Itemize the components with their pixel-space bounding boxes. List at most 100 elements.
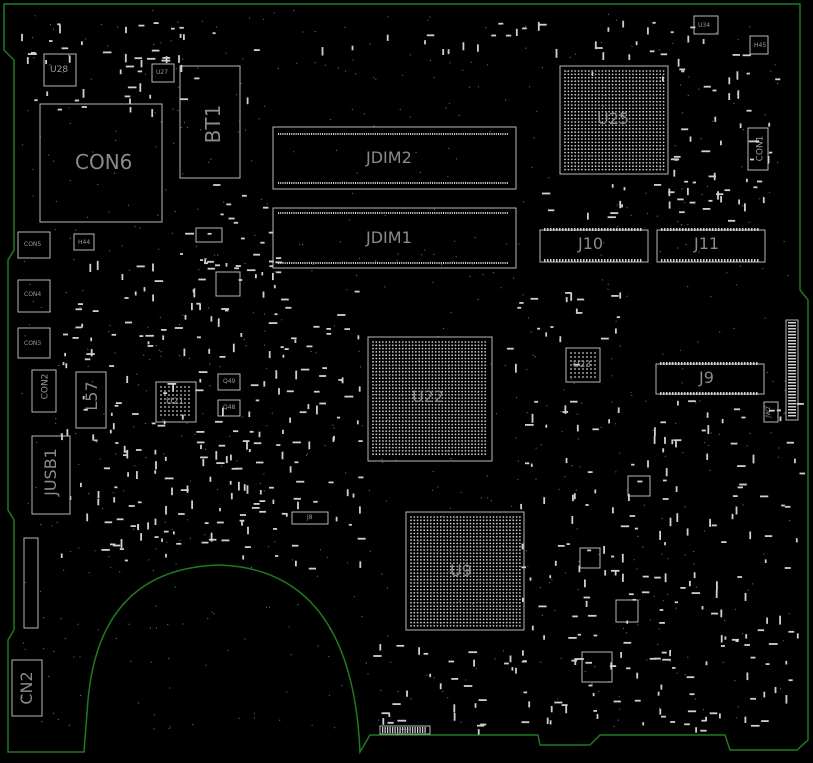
j11-pads-bottom bbox=[661, 259, 759, 262]
via bbox=[432, 489, 434, 491]
via bbox=[564, 572, 567, 574]
via bbox=[208, 161, 210, 163]
via bbox=[251, 160, 253, 162]
via bbox=[356, 172, 358, 174]
u25-bga bbox=[564, 70, 665, 171]
via bbox=[762, 267, 764, 270]
via bbox=[455, 256, 457, 258]
via bbox=[619, 345, 621, 347]
via bbox=[526, 412, 528, 414]
via bbox=[384, 214, 386, 217]
via bbox=[329, 627, 331, 630]
via bbox=[560, 411, 562, 413]
passive-components bbox=[506, 292, 622, 373]
via bbox=[615, 320, 617, 322]
via bbox=[470, 61, 472, 63]
q48-outline bbox=[217, 399, 241, 417]
via bbox=[99, 458, 101, 460]
via bbox=[115, 130, 117, 132]
via bbox=[441, 515, 443, 517]
via bbox=[571, 465, 573, 467]
via bbox=[471, 603, 474, 605]
via bbox=[92, 381, 94, 383]
via bbox=[86, 216, 88, 218]
via bbox=[117, 26, 119, 28]
via bbox=[128, 269, 130, 271]
via bbox=[94, 550, 96, 552]
via bbox=[619, 708, 621, 710]
via bbox=[469, 275, 471, 277]
via bbox=[144, 422, 146, 425]
via bbox=[373, 77, 375, 79]
via bbox=[281, 319, 283, 321]
via bbox=[248, 17, 251, 19]
via bbox=[264, 330, 266, 332]
via bbox=[546, 405, 548, 407]
via bbox=[77, 623, 79, 625]
via bbox=[783, 240, 785, 243]
via bbox=[598, 690, 600, 692]
via bbox=[337, 67, 340, 69]
via bbox=[540, 661, 542, 663]
via bbox=[763, 553, 765, 555]
via bbox=[448, 571, 450, 573]
via bbox=[603, 86, 605, 89]
via bbox=[662, 600, 664, 602]
via bbox=[687, 285, 689, 288]
via bbox=[55, 422, 57, 424]
via bbox=[182, 58, 184, 60]
con6-outline bbox=[39, 103, 163, 223]
u9-bga bbox=[410, 516, 521, 627]
via bbox=[186, 423, 188, 425]
via bbox=[733, 102, 735, 104]
via bbox=[386, 419, 388, 421]
via bbox=[201, 20, 203, 22]
mid-right-ic-outline bbox=[627, 475, 651, 497]
via bbox=[777, 456, 780, 458]
via bbox=[351, 192, 353, 194]
via bbox=[297, 604, 299, 606]
via bbox=[742, 633, 744, 635]
via bbox=[672, 42, 674, 44]
via bbox=[584, 670, 586, 673]
jitp1-pads bbox=[382, 727, 426, 733]
via bbox=[103, 413, 105, 415]
via bbox=[243, 339, 245, 341]
via bbox=[178, 355, 180, 357]
via bbox=[674, 145, 676, 147]
via bbox=[128, 623, 130, 625]
via bbox=[677, 221, 679, 223]
via bbox=[616, 226, 619, 228]
via bbox=[681, 188, 683, 190]
via bbox=[505, 99, 507, 101]
via bbox=[311, 724, 313, 726]
via bbox=[169, 726, 171, 728]
via bbox=[715, 31, 717, 34]
via bbox=[385, 500, 387, 502]
via bbox=[495, 413, 498, 415]
via bbox=[465, 679, 467, 681]
via bbox=[97, 629, 99, 631]
via bbox=[114, 352, 116, 354]
via bbox=[33, 57, 35, 59]
via bbox=[200, 129, 202, 131]
con1-outline bbox=[747, 127, 769, 171]
via bbox=[205, 664, 207, 666]
via bbox=[302, 244, 304, 246]
via bbox=[432, 471, 434, 473]
via bbox=[352, 59, 354, 61]
via bbox=[541, 67, 544, 69]
via bbox=[163, 453, 165, 455]
via bbox=[442, 691, 444, 693]
via bbox=[656, 215, 659, 217]
via bbox=[442, 327, 445, 330]
via bbox=[664, 455, 667, 457]
via bbox=[172, 108, 174, 110]
via bbox=[214, 254, 216, 256]
con2-outline bbox=[31, 369, 57, 413]
via bbox=[446, 450, 448, 452]
via bbox=[164, 521, 166, 523]
via bbox=[676, 672, 678, 674]
jusb1-outline bbox=[31, 435, 71, 515]
via bbox=[279, 719, 281, 721]
